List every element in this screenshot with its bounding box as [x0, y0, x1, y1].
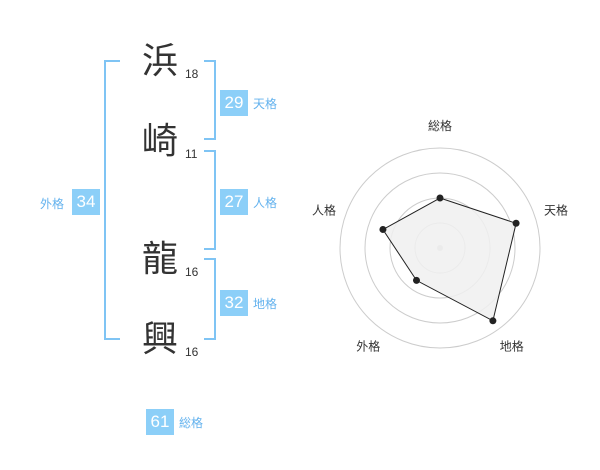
radar-axis-label: 地格: [500, 339, 524, 354]
chikaku-bracket: [204, 258, 216, 340]
radar-axis-label: 外格: [356, 339, 380, 354]
radar-ring: [339, 147, 541, 349]
radar-series: [379, 194, 520, 325]
radar-point-5: [379, 225, 387, 233]
jinkaku-score: 27: [220, 189, 248, 215]
radar-ring: [364, 172, 516, 324]
tenkaku-bracket: [204, 60, 216, 140]
tenkaku-score: 29: [220, 90, 248, 116]
soukaku-score: 61: [146, 409, 174, 435]
radar-point-4: [412, 276, 420, 284]
chikaku-label: 地格: [253, 297, 278, 311]
tenkaku-label: 天格: [253, 97, 278, 111]
radar-axis-label: 人格: [312, 202, 336, 217]
name-char-4: 興: [141, 319, 178, 360]
radar-point-2: [512, 219, 520, 227]
gaikaku-score: 34: [72, 189, 100, 215]
soukaku-label: 総格: [179, 416, 204, 430]
radar-axis-label: 総格: [428, 118, 452, 133]
name-char-2-strokes: 11: [185, 147, 198, 161]
radar-axis-label: 天格: [544, 202, 568, 217]
gaikaku-label: 外格: [40, 197, 65, 211]
jinkaku-label: 人格: [253, 196, 278, 210]
jinkaku-bracket: [204, 150, 216, 250]
name-char-1-strokes: 18: [185, 67, 199, 81]
name-char-3-strokes: 16: [185, 265, 199, 279]
name-char-3: 龍: [141, 239, 178, 280]
chikaku-score: 32: [220, 290, 248, 316]
name-char-1: 浜: [141, 41, 178, 82]
name-char-4-strokes: 16: [185, 345, 199, 359]
radar-point-3: [489, 317, 497, 325]
radar-point-1: [436, 194, 444, 202]
name-char-2: 崎: [141, 121, 178, 162]
radar-polygon: [382, 197, 517, 322]
gaikaku-bracket: [104, 60, 120, 340]
